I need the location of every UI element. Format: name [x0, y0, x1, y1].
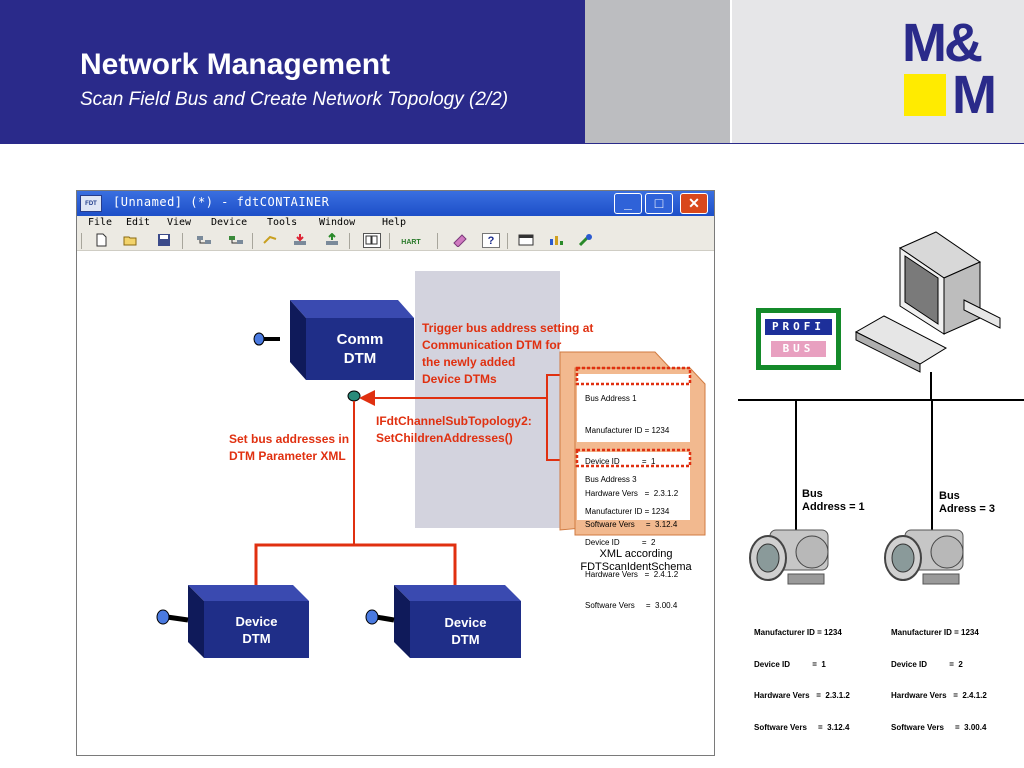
hart-icon[interactable]: HART [401, 239, 421, 246]
close-button[interactable]: ✕ [680, 193, 708, 214]
comm-dtm-box[interactable] [290, 300, 414, 380]
xml-entry-line: Manufacturer ID = 1234 [585, 425, 670, 435]
logo-yellow-square [904, 74, 946, 116]
interface-annotation: IFdtChannelSubTopology2: SetChildrenAddr… [376, 414, 532, 445]
xml-entry-header: Bus Address 3 [585, 475, 637, 484]
toolbar-separator [389, 233, 390, 249]
open-icon[interactable] [122, 233, 140, 248]
maximize-button[interactable]: □ [645, 193, 673, 214]
toolbar-separator [437, 233, 438, 249]
help-icon[interactable]: ? [482, 233, 500, 248]
chart-icon[interactable] [547, 233, 565, 248]
device-dtm-left-label: Device DTM [235, 614, 278, 646]
device-port-line [166, 614, 189, 623]
xml-entry-2: Bus Address 3 Manufacturer ID = 1234 Dev… [585, 454, 678, 622]
connect-icon[interactable] [261, 233, 279, 248]
profibus-top-text: PROFI [765, 319, 832, 335]
toolbar-separator [81, 233, 82, 249]
toolbar-separator [507, 233, 508, 249]
download-icon[interactable] [323, 232, 341, 248]
header-grey-band [585, 0, 730, 143]
header-logo-band [732, 0, 1024, 143]
device-dtm-right-box[interactable] [394, 585, 521, 658]
menu-view[interactable]: View [167, 217, 192, 228]
device-dtm-left-box[interactable] [188, 585, 309, 658]
bus-address-1-label: Bus Address = 1 [802, 488, 865, 513]
xml-entry-line: Hardware Vers = 2.4.1.2 [585, 569, 679, 579]
app-icon: FDT [80, 195, 102, 212]
device-info-line: Software Vers = 3.00.4 [891, 722, 987, 732]
menu-bar: File Edit View Device Tools Window Help [77, 216, 714, 231]
toolbar-separator [349, 233, 350, 249]
device-1-info: Manufacturer ID = 1234 Device ID = 1 Har… [754, 607, 850, 744]
header-divider [0, 143, 1024, 144]
device-port-line [375, 614, 395, 623]
network-scan-icon[interactable] [227, 233, 245, 248]
logo-text-bottom: M [952, 65, 997, 125]
toolbar-separator [252, 233, 253, 249]
device-info-line: Hardware Vers = 2.4.1.2 [891, 691, 987, 700]
device-right-port-icon[interactable] [365, 609, 379, 625]
device-info-line: Device ID = 2 [891, 659, 963, 669]
highlight-panel [415, 271, 560, 528]
menu-tools[interactable]: Tools [267, 217, 298, 228]
xml-entry-header: Bus Address 1 [585, 394, 637, 403]
device-info-line: Hardware Vers = 2.3.1.2 [754, 691, 850, 700]
xml-entry-line: Software Vers = 3.00.4 [585, 601, 678, 610]
tool-icon[interactable] [577, 233, 595, 248]
header-banner [0, 0, 585, 143]
xml-entry-line: Device ID = 2 [585, 538, 656, 547]
minimize-button[interactable]: _ [614, 193, 642, 214]
company-logo: M& M [902, 13, 1002, 125]
field-device-right [884, 529, 964, 585]
fdt-container-window: FDT [Unnamed] (*) - fdtCONTAINER _ □ ✕ F… [76, 190, 715, 756]
xml-entry-line: Device ID = 1 [585, 457, 656, 466]
slide-subtitle: Scan Field Bus and Create Network Topolo… [80, 89, 509, 110]
window-titlebar[interactable]: FDT [Unnamed] (*) - fdtCONTAINER _ □ ✕ [77, 191, 714, 216]
menu-file[interactable]: File [88, 217, 113, 228]
trigger-annotation: Trigger bus address setting at Communica… [422, 321, 594, 386]
toolbar-separator [182, 233, 183, 249]
network-icon[interactable] [195, 233, 213, 248]
comm-dtm-label: Comm DTM [336, 331, 384, 367]
slide-title: Network Management [80, 48, 391, 81]
xml-caption: XML according FDTScanIdentSchema [580, 548, 692, 573]
save-icon[interactable] [155, 233, 173, 248]
bus-address-3-label: Bus Adress = 3 [939, 490, 995, 515]
menu-help[interactable]: Help [382, 217, 407, 228]
new-icon[interactable] [92, 233, 110, 248]
device-info-line: Software Vers = 3.12.4 [754, 722, 850, 732]
device-info-line: Manufacturer ID = 1234 [754, 628, 842, 637]
catalog-icon[interactable] [363, 233, 381, 248]
computer-icon [854, 231, 1001, 373]
xml-entry-1: Bus Address 1 Manufacturer ID = 1234 Dev… [585, 373, 678, 541]
xml-entry-line: Manufacturer ID = 1234 [585, 506, 670, 516]
fieldbus-line [738, 399, 1024, 401]
device-dtm-right-label: Device DTM [444, 615, 487, 647]
xml-entry-line: Software Vers = 3.12.4 [585, 520, 678, 529]
xml-entry-line: Hardware Vers = 2.3.1.2 [585, 488, 679, 498]
field-device-left [749, 529, 829, 585]
profibus-logo: PROFI BUS [756, 308, 841, 370]
menu-edit[interactable]: Edit [126, 217, 151, 228]
set-bus-annotation: Set bus addresses in DTM Parameter XML [229, 432, 350, 463]
comm-port-icon[interactable] [253, 332, 265, 346]
comm-channel-icon[interactable] [347, 390, 361, 402]
xml-document-icon [559, 351, 706, 536]
device-left-port-icon[interactable] [156, 609, 170, 625]
menu-window[interactable]: Window [319, 217, 356, 228]
device-info-line: Device ID = 1 [754, 659, 826, 669]
configure-icon[interactable] [451, 233, 469, 248]
window-icon[interactable] [517, 233, 535, 248]
header-separator [730, 0, 732, 143]
toolbar: HART ? [77, 231, 714, 251]
logo-text-top: M& [902, 13, 983, 73]
device-info-line: Manufacturer ID = 1234 [891, 628, 979, 637]
window-title: [Unnamed] (*) - fdtCONTAINER [113, 195, 330, 209]
upload-icon[interactable] [291, 233, 309, 248]
profibus-bottom-text: BUS [771, 341, 826, 357]
device-2-info: Manufacturer ID = 1234 Device ID = 2 Har… [891, 607, 987, 744]
menu-device[interactable]: Device [211, 217, 248, 228]
